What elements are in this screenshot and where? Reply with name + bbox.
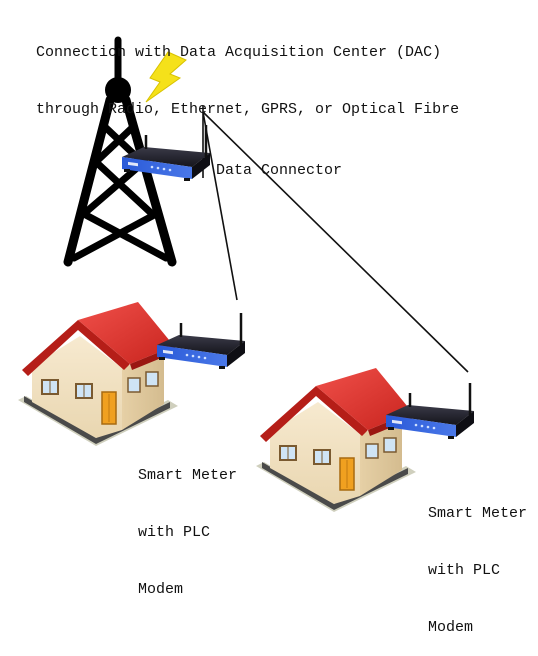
data-connector-label: Data Connector xyxy=(216,162,343,179)
network-diagram xyxy=(17,36,476,513)
meter-2-line-2: with PLC xyxy=(428,562,501,579)
house-icon xyxy=(17,301,179,447)
connection-lines xyxy=(202,106,469,373)
meter-1-line-3: Modem xyxy=(138,581,184,598)
diagram-title: Connection with Data Acquisition Center … xyxy=(36,5,459,138)
link-to-meter-1 xyxy=(202,111,238,301)
router-icon xyxy=(155,311,247,371)
house-icon xyxy=(255,367,417,513)
smart-meter-label-1: Smart Meter with PLC Modem xyxy=(138,428,237,618)
lightning-icon xyxy=(145,51,187,103)
meter-1-line-2: with PLC xyxy=(138,524,211,541)
title-line-1: Connection with Data Acquisition Center … xyxy=(36,44,442,61)
smart-meter-label-2: Smart Meter with PLC Modem xyxy=(428,466,527,656)
meter-1-line-1: Smart Meter xyxy=(138,467,238,484)
link-to-meter-2 xyxy=(202,111,469,373)
meter-2-line-1: Smart Meter xyxy=(428,505,528,522)
title-line-2: through Radio, Ethernet, GPRS, or Optica… xyxy=(36,101,460,118)
tower-icon xyxy=(63,36,177,267)
meter-2-line-3: Modem xyxy=(428,619,474,636)
